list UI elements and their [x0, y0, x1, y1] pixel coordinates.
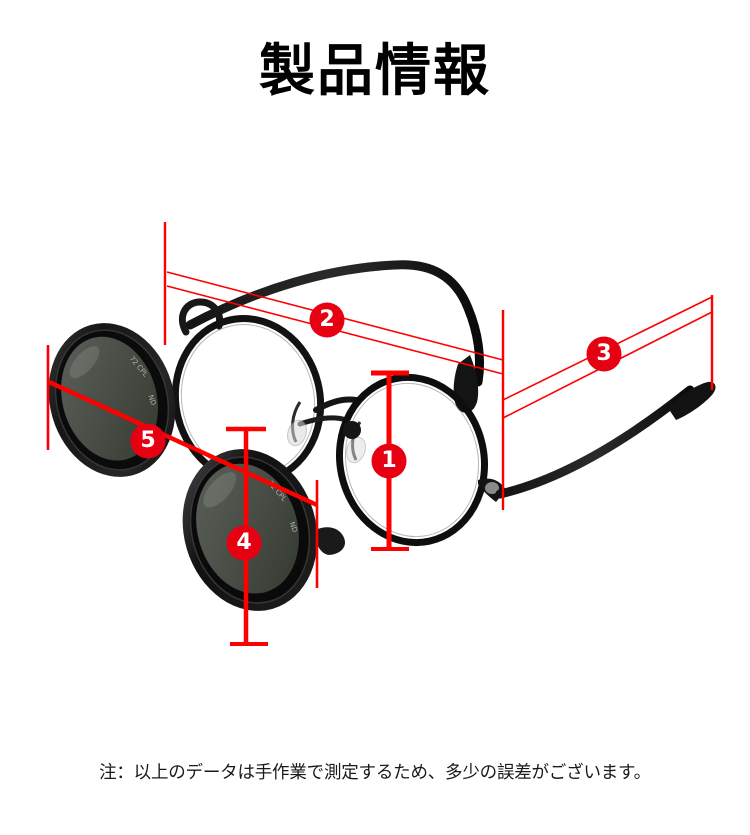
product-photo-stage: 72 CPL ND 72 CPL ND [0, 150, 750, 730]
clip-on-lens-left: 72 CPL ND [48, 323, 176, 477]
measure-badge-5: 5 [131, 424, 165, 458]
page-title: 製品情報 [259, 39, 491, 104]
footer-note: 注：以上のデータは手作業で測定するため、多少の誤差がございます。 [99, 763, 651, 783]
measure-badge-2: 2 [310, 303, 344, 337]
measure-badge-1: 1 [372, 444, 406, 478]
svg-text:ND: ND [288, 521, 299, 534]
clip-on-lens-right: 72 CPL ND [182, 449, 345, 611]
measure-badge-4: 4 [227, 526, 261, 560]
product-photo: 72 CPL ND 72 CPL ND [48, 260, 716, 611]
measure-badge-3: 3 [587, 337, 621, 371]
